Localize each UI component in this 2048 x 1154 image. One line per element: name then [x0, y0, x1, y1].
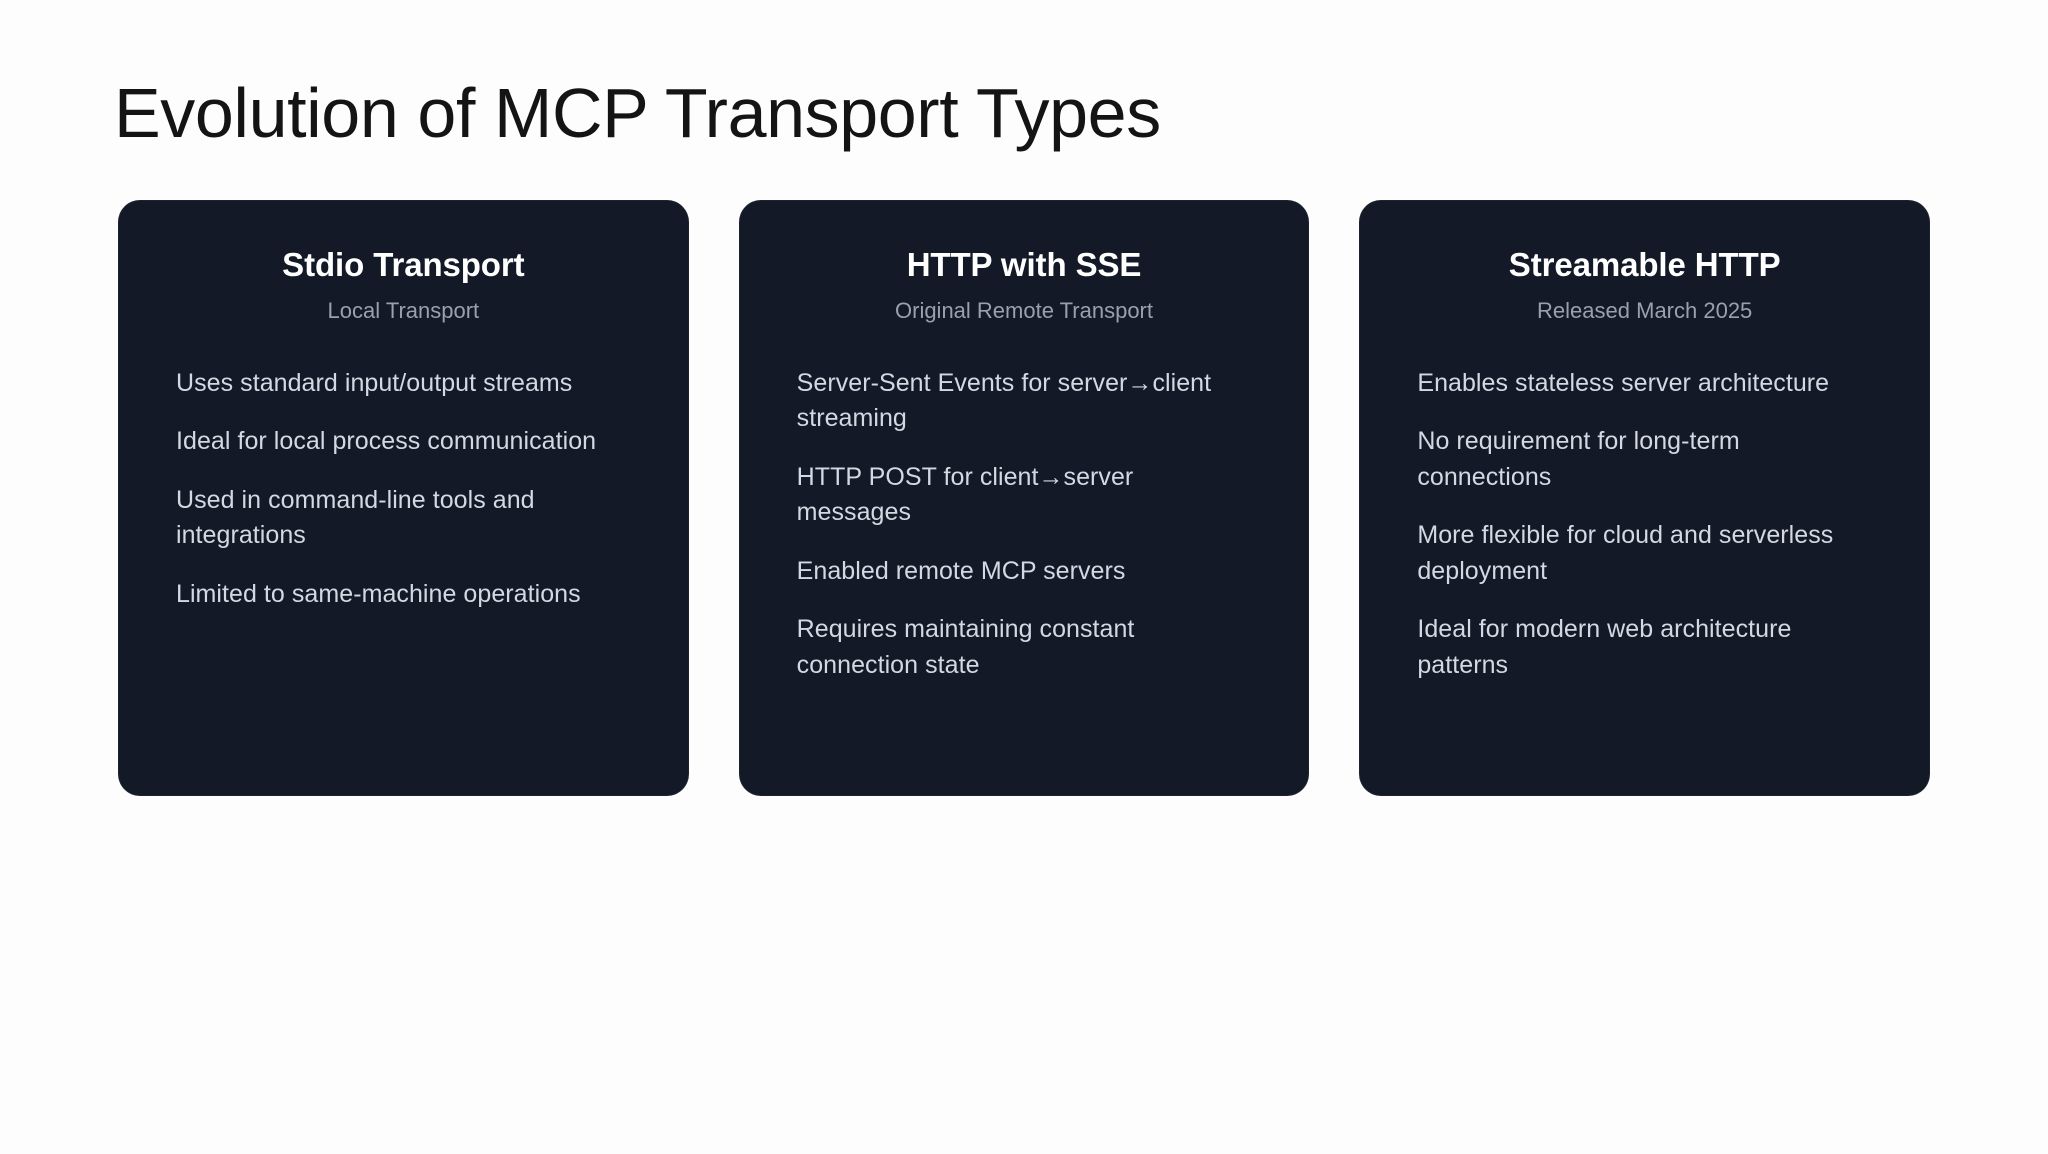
transport-card-stdio[interactable]: Stdio Transport Local Transport Uses sta…	[118, 200, 689, 796]
list-item: No requirement for long-term connections	[1417, 427, 1740, 491]
list-item: Used in command-line tools and integrati…	[176, 485, 535, 550]
transport-card-streamable-http[interactable]: Streamable HTTP Released March 2025 Enab…	[1359, 200, 1931, 796]
list-item: Requires maintaining constant connection…	[796, 615, 1135, 679]
card-subtitle: Released March 2025	[1537, 298, 1753, 324]
page-title: Evolution of MCP Transport Types	[114, 74, 1161, 152]
list-item: Enables stateless server architecture	[1417, 368, 1830, 397]
list-item: More flexible for cloud and serverless d…	[1417, 521, 1834, 585]
card-subtitle: Original Remote Transport	[895, 298, 1153, 324]
list-item: Server-Sent Events for server→client str…	[796, 368, 1212, 433]
list-item: Enabled remote MCP servers	[796, 556, 1126, 585]
list-item: Uses standard input/output streams	[176, 368, 573, 397]
card-title: Stdio Transport	[282, 246, 525, 283]
list-item: Limited to same-machine operations	[176, 579, 581, 608]
transport-card-row: Stdio Transport Local Transport Uses sta…	[118, 200, 1931, 796]
card-feature-list: Enables stateless server architecture No…	[1417, 366, 1872, 684]
list-item: Ideal for local process communication	[176, 427, 597, 456]
list-item: Ideal for modern web architecture patter…	[1417, 615, 1792, 679]
list-item: HTTP POST for client→server messages	[796, 462, 1134, 527]
card-title: HTTP with SSE	[906, 246, 1142, 283]
card-subtitle: Local Transport	[327, 298, 480, 324]
card-title: Streamable HTTP	[1508, 246, 1781, 283]
card-feature-list: Server-Sent Events for server→client str…	[797, 366, 1252, 684]
transport-card-http-sse[interactable]: HTTP with SSE Original Remote Transport …	[738, 200, 1310, 796]
card-feature-list: Uses standard input/output streams Ideal…	[176, 366, 631, 613]
